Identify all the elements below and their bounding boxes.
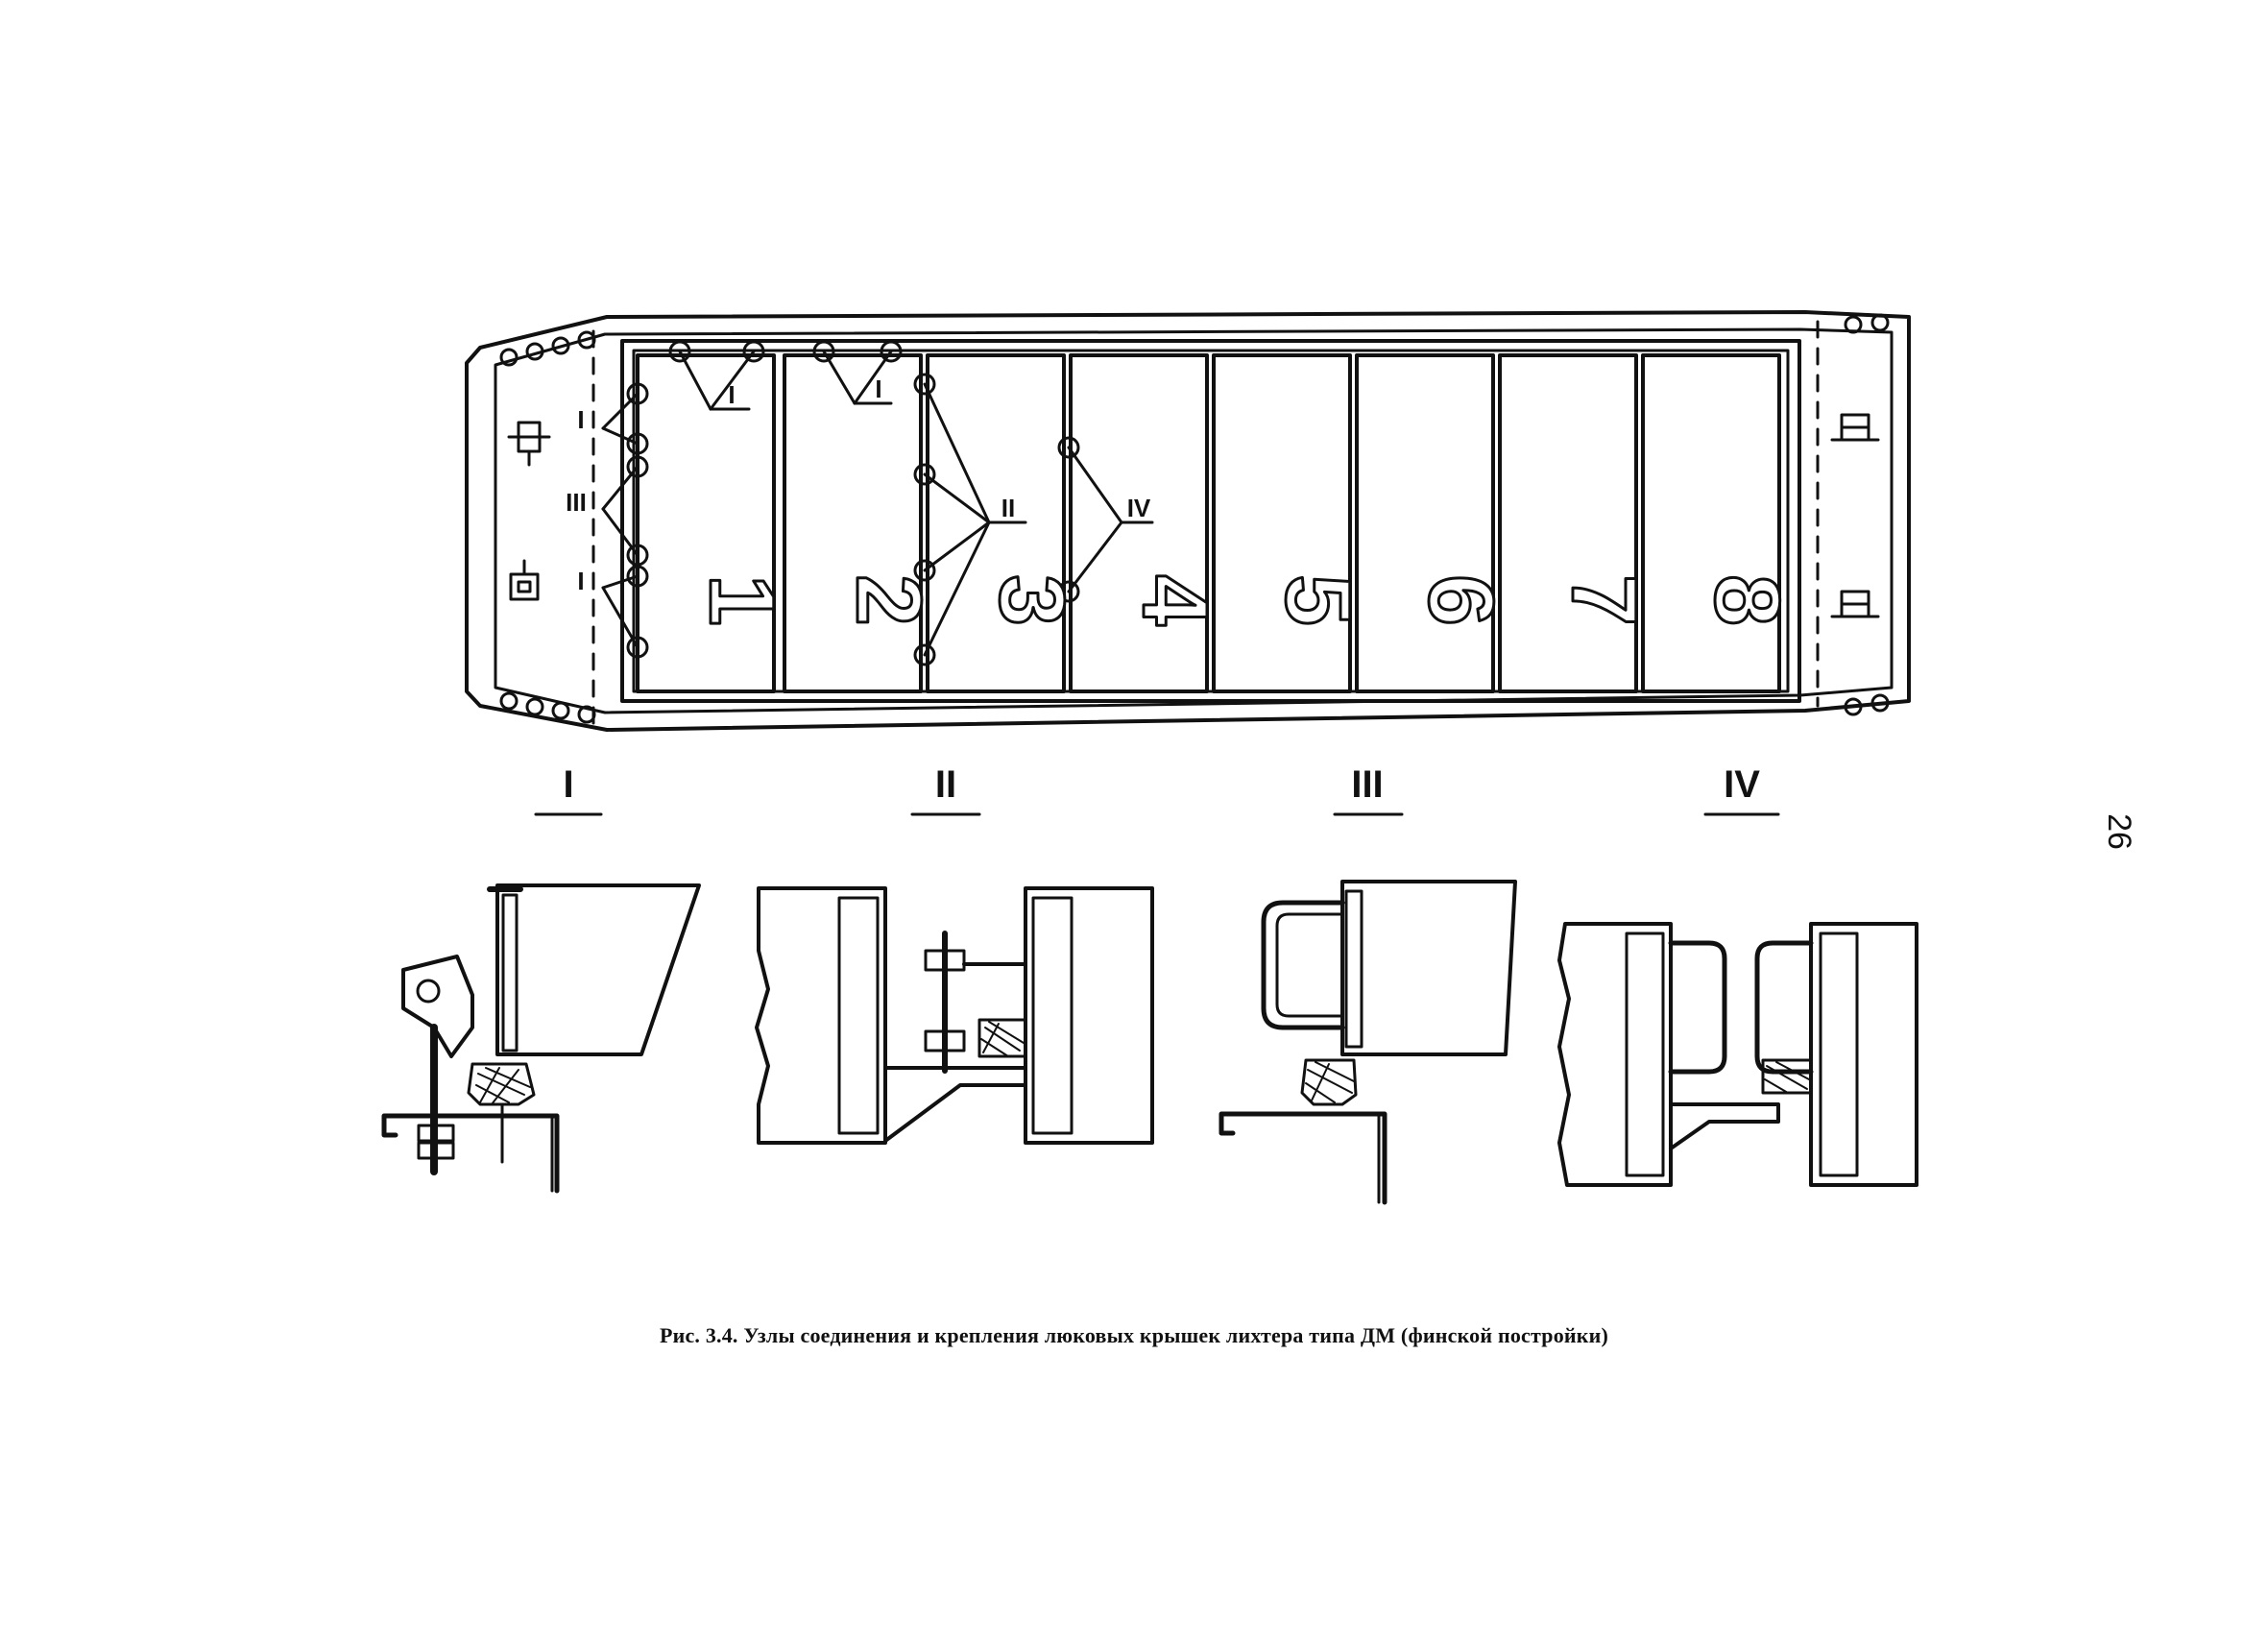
hatch-number-6: 6 [1410, 574, 1512, 625]
callout-label: III [566, 488, 587, 517]
detail-IV-right-cover [1809, 922, 1918, 1187]
stern-deck-fittings [1830, 413, 1880, 618]
detail-IV-right-handle [1754, 940, 1814, 1075]
hatch-covers [636, 353, 1781, 693]
page-number: 26 [2101, 813, 2137, 850]
callout-label: II [1001, 494, 1015, 522]
detail-I-cover [495, 883, 701, 1056]
node-label-IV: IV [1724, 763, 1760, 806]
hatch-number-3: 3 [980, 574, 1083, 625]
hatch-number-5: 5 [1267, 574, 1369, 625]
bow-deck-fittings [507, 421, 551, 601]
callout-label: I [875, 375, 881, 403]
detail-IV [1557, 922, 1918, 1187]
node-markers [626, 340, 1080, 666]
detail-I-clamp [401, 955, 474, 1058]
barge-plan: I I I III I I II IV 1 2 3 4 5 6 7 8 [465, 310, 1911, 732]
hatch-number-8: 8 [1696, 574, 1798, 625]
hatch-cover-2 [783, 353, 923, 693]
stern-bollards [1844, 313, 1890, 716]
hatch-cover-3 [926, 353, 1066, 693]
detail-I-web [501, 893, 519, 1052]
callout-label: I [577, 567, 584, 595]
detail-III-seal [1300, 1058, 1358, 1106]
callout-label: I [577, 405, 584, 434]
detail-IV-left-cover [1557, 922, 1673, 1187]
detail-IV-bracket [1669, 1102, 1780, 1150]
callout-label: I [728, 380, 735, 409]
hull-inner-line [494, 327, 1894, 714]
hatch-number-2: 2 [837, 574, 940, 625]
detail-I-coaming [381, 1113, 560, 1194]
hatch-cover-1 [636, 353, 776, 693]
hatch-numbers: 1 2 3 4 5 6 7 8 [689, 573, 1800, 627]
figure-caption: Рис. 3.4. Узлы соединения и крепления лю… [659, 1323, 1609, 1347]
hatch-cover-4 [1069, 353, 1209, 693]
detail-I-eye [416, 979, 441, 1004]
node-label-II: II [935, 763, 956, 806]
hull-outline [465, 310, 1911, 732]
hatch-cover-5 [1212, 353, 1352, 693]
detail-III-coaming [1218, 1111, 1387, 1205]
detail-IV-seal [1761, 1058, 1813, 1095]
callout-label: IV [1127, 494, 1151, 522]
hatch-cover-7 [1498, 353, 1638, 693]
detail-II [755, 886, 1154, 1145]
detail-II-seal [977, 1018, 1027, 1058]
plan-callouts: I I I III I I II IV [566, 375, 1151, 595]
node-label-I: I [563, 763, 573, 806]
detail-II-left-cover [755, 886, 887, 1145]
hatch-cover-8 [1641, 353, 1781, 693]
hatch-coaming [620, 339, 1801, 703]
leader-lines [601, 350, 1154, 657]
hatch-number-4: 4 [1123, 574, 1226, 625]
detail-III-handle [1261, 900, 1345, 1030]
node-label-III: III [1351, 763, 1383, 806]
node-labels: I II III IV [563, 763, 1760, 806]
detail-III [1218, 880, 1517, 1205]
detail-III-cover [1340, 880, 1517, 1056]
detail-II-bracket [883, 1066, 1027, 1143]
hatch-coaming-inner [632, 349, 1790, 693]
detail-II-right-cover [1024, 886, 1154, 1145]
hatch-cover-6 [1355, 353, 1495, 693]
hatch-number-7: 7 [1553, 574, 1655, 625]
bow-bollards [499, 330, 596, 724]
detail-I [381, 883, 701, 1194]
detail-I-seal [467, 1062, 536, 1106]
detail-IV-left-handle [1668, 940, 1727, 1075]
hatch-number-1: 1 [690, 574, 793, 625]
